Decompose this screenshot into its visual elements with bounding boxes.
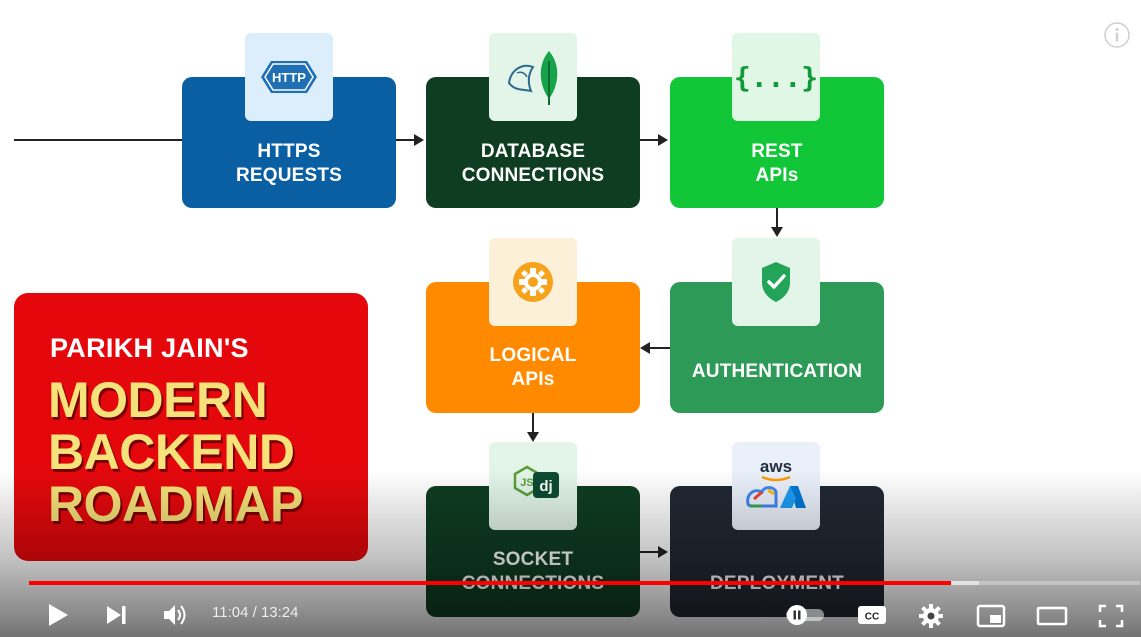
connector-socket-deploy [640,551,660,553]
curly-braces-text: {...} [734,61,818,94]
connector-logical-socket [532,413,534,433]
captions-button[interactable]: CC [856,603,888,627]
arrow-auth-logical [640,342,650,354]
django-text: dj [539,478,552,495]
miniplayer-icon [976,604,1006,628]
nodejs-django-icon: JS dj [489,442,577,530]
theater-mode-icon [1036,606,1068,626]
node-label-auth: AUTHENTICATION [691,361,863,382]
next-button[interactable] [103,602,129,628]
current-time: 11:04 [212,604,249,621]
promo-title-line2: BACKEND [48,424,295,480]
mysql-mongodb-icon [489,33,577,121]
settings-gear-icon [919,604,943,628]
miniplayer-button[interactable] [975,603,1007,629]
aws-gcp-azure-icon: aws [732,442,820,530]
entry-connector [14,139,182,141]
autoplay-toggle-icon [786,605,824,625]
svg-text:CC: CC [865,612,879,623]
time-separator: / [248,604,261,621]
promo-author: PARIKH JAIN'S [50,333,249,363]
http-badge-text: HTTP [272,70,306,85]
nodejs-text: JS [520,477,533,489]
gear-icon [489,238,577,326]
info-icon[interactable] [1103,21,1131,49]
node-label-database: DATABASE CONNECTIONS [461,141,605,186]
connector-rest-auth [776,208,778,228]
time-display: 11:04 / 13:24 [212,604,299,621]
shield-check-icon [732,238,820,326]
node-label-https: HTTPS REQUESTS [235,141,343,186]
connector-auth-logical [648,347,670,349]
connector-database-rest [640,139,660,141]
arrow-https-database [414,134,424,146]
roadmap-node-auth: AUTHENTICATION [670,282,884,413]
arrow-database-rest [658,134,668,146]
autoplay-toggle[interactable] [784,603,828,627]
arrow-rest-auth [771,227,783,237]
curly-braces-icon: {...} [732,33,820,121]
connector-https-database [396,139,416,141]
volume-icon [164,605,186,625]
settings-button[interactable] [916,601,946,631]
next-icon [107,606,126,624]
arrow-socket-deploy [658,546,668,558]
node-label-rest: REST APIs [751,141,803,186]
video-title-card: PARIKH JAIN'S MODERN BACKEND ROADMAP [14,293,368,561]
http-badge-icon: HTTP [245,33,333,121]
progress-played [29,581,952,585]
play-button[interactable] [44,601,72,629]
aws-text: aws [760,457,792,476]
duration: 13:24 [260,604,299,621]
promo-title-line1: MODERN [48,372,268,428]
fullscreen-icon [1098,604,1124,628]
fullscreen-button[interactable] [1096,602,1126,630]
captions-icon: CC [858,606,886,624]
progress-bar[interactable] [29,581,1140,585]
node-label-logical: LOGICAL APIs [489,345,577,390]
theater-mode-button[interactable] [1035,603,1069,629]
node-label-socket: SOCKET CONNECTIONS [462,549,604,594]
volume-button[interactable] [161,602,189,628]
promo-title-line3: ROADMAP [48,476,303,532]
play-icon [49,604,68,626]
arrow-logical-socket [527,432,539,442]
